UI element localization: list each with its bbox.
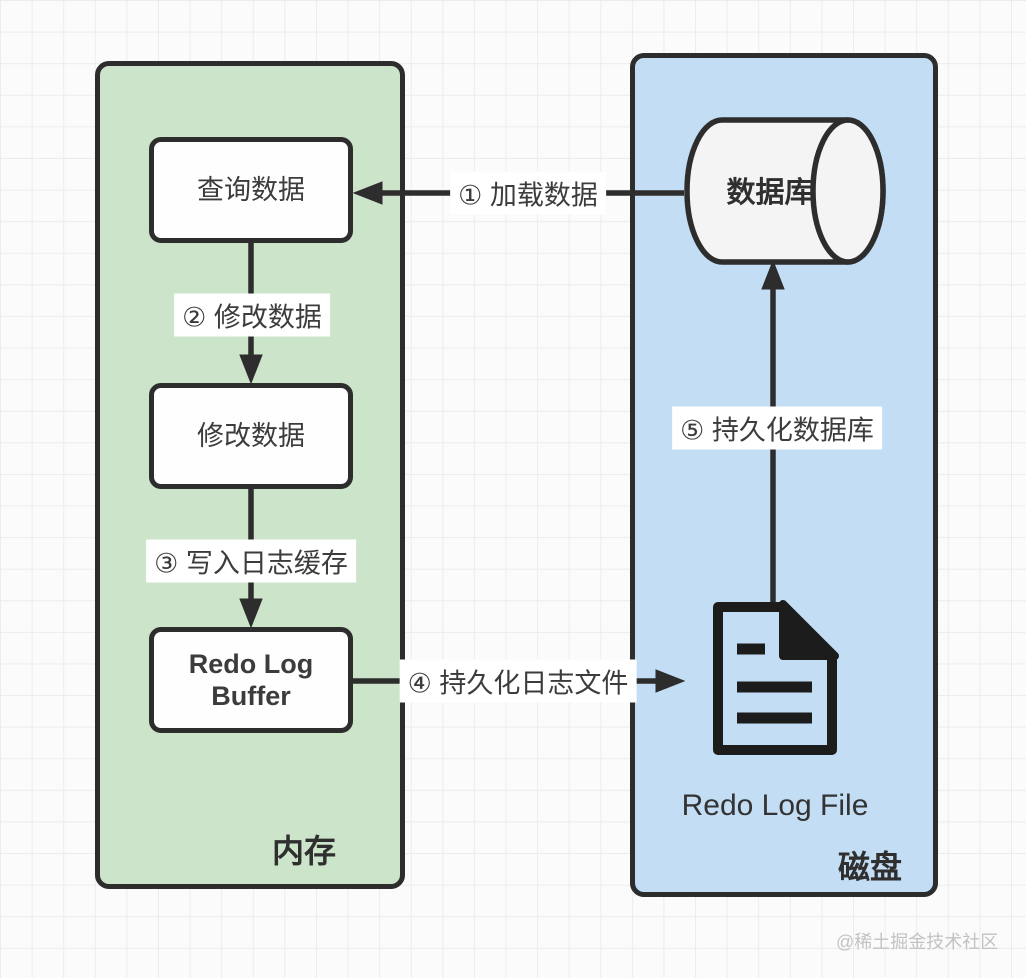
redo-log-file-icon [713,600,839,755]
watermark: @稀土掘金技术社区 [836,932,999,952]
flow-label-load-data: ① 加载数据 [450,171,606,215]
disk-panel-label: 磁盘 [838,849,903,885]
memory-panel-label: 内存 [272,833,337,869]
flow-label-persist-log-file: ④ 持久化日志文件 [399,659,637,703]
database-label: 数据库 [726,177,814,209]
modify-data-label: 修改数据 [197,420,305,451]
redo-log-file-label: Redo Log File [681,789,869,822]
flow-label-write-log-buffer: ③ 写入日志缓存 [146,539,356,583]
modify-data-box: 修改数据 [149,383,353,489]
redo-log-buffer-box: Redo Log Buffer [149,627,353,733]
redo-log-buffer-label: Redo Log Buffer [188,648,314,711]
flow-label-persist-database: ⑤ 持久化数据库 [672,406,882,450]
flow-label-modify-data: ② 修改数据 [174,293,330,337]
query-data-label: 查询数据 [197,174,305,205]
query-data-box: 查询数据 [149,137,353,243]
database-cylinder-icon [684,117,886,265]
